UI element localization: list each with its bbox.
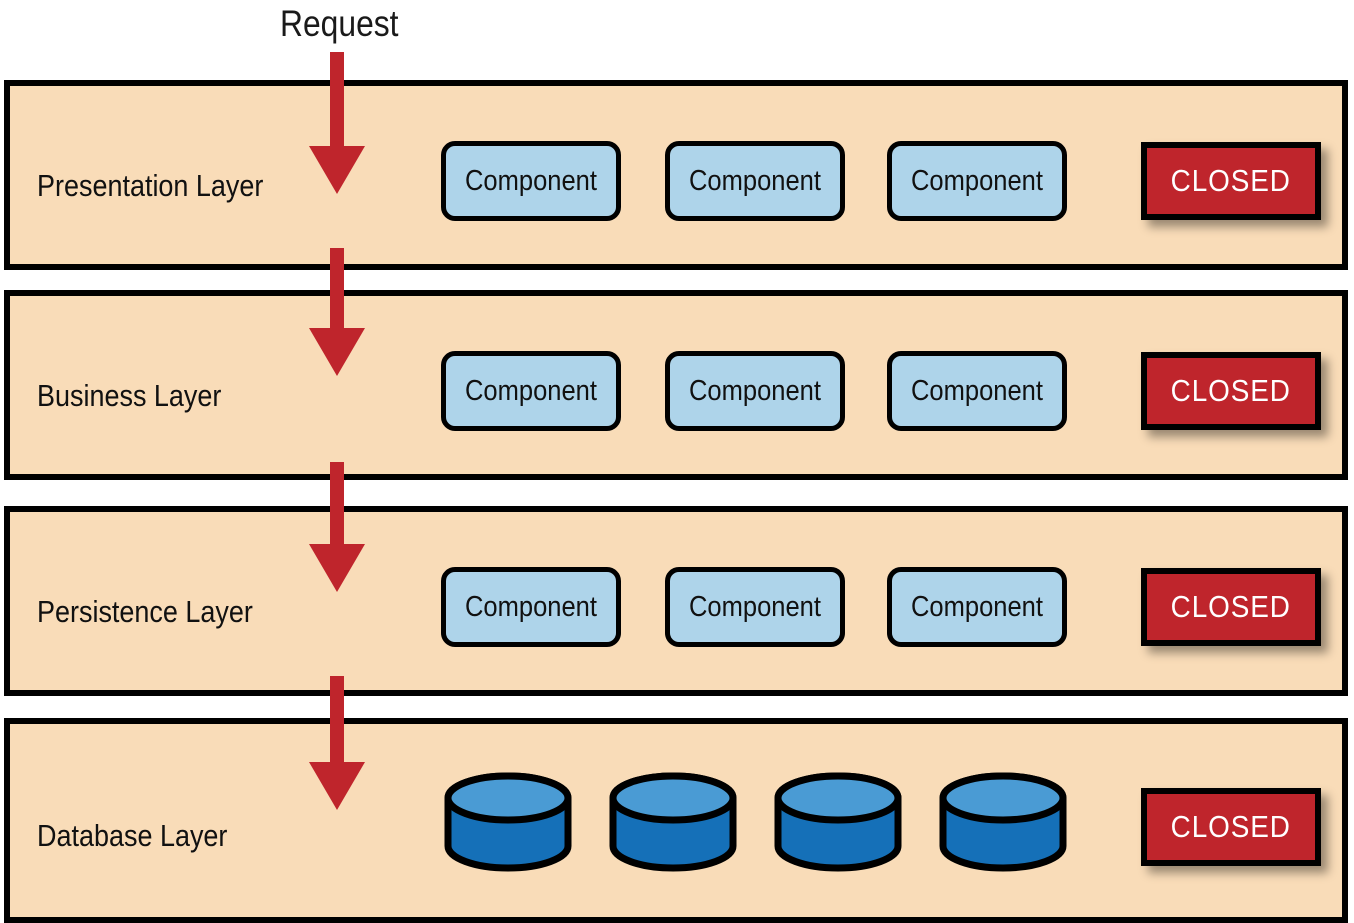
closed-badge-label: CLOSED [1170, 809, 1292, 844]
closed-badge-label: CLOSED [1170, 589, 1292, 624]
component-label: Component [465, 375, 597, 407]
component-label: Component [689, 591, 821, 623]
layer-business: Business Layer Component Component Compo… [4, 290, 1348, 480]
database-cylinder[interactable] [772, 772, 904, 872]
arrow-request-to-presentation [308, 52, 366, 194]
component-box[interactable]: Component [887, 351, 1067, 431]
layer-database: Database Layer CLOS [4, 718, 1348, 923]
closed-badge-label: CLOSED [1170, 163, 1292, 198]
component-box[interactable]: Component [887, 567, 1067, 647]
layer-database-label: Database Layer [37, 818, 228, 853]
database-cylinder[interactable] [442, 772, 574, 872]
component-label: Component [465, 591, 597, 623]
layer-business-label: Business Layer [37, 378, 222, 413]
closed-badge[interactable]: CLOSED [1141, 352, 1321, 430]
component-label: Component [689, 375, 821, 407]
arrow-persistence-to-database [308, 676, 366, 810]
component-box[interactable]: Component [441, 567, 621, 647]
arrow-presentation-to-business [308, 248, 366, 376]
component-box[interactable]: Component [441, 141, 621, 221]
arrow-business-to-persistence [308, 462, 366, 592]
component-label: Component [689, 165, 821, 197]
request-label: Request [280, 3, 399, 44]
component-box[interactable]: Component [887, 141, 1067, 221]
component-label: Component [911, 165, 1043, 197]
component-label: Component [911, 591, 1043, 623]
component-box[interactable]: Component [665, 567, 845, 647]
layer-presentation-label: Presentation Layer [37, 168, 264, 203]
layer-presentation: Presentation Layer Component Component C… [4, 80, 1348, 270]
layer-persistence: Persistence Layer Component Component Co… [4, 506, 1348, 696]
closed-badge[interactable]: CLOSED [1141, 142, 1321, 220]
component-label: Component [465, 165, 597, 197]
layer-persistence-label: Persistence Layer [37, 594, 253, 629]
database-cylinder[interactable] [937, 772, 1069, 872]
closed-badge[interactable]: CLOSED [1141, 568, 1321, 646]
component-box[interactable]: Component [665, 141, 845, 221]
component-box[interactable]: Component [665, 351, 845, 431]
database-cylinder[interactable] [607, 772, 739, 872]
closed-badge[interactable]: CLOSED [1141, 788, 1321, 866]
component-box[interactable]: Component [441, 351, 621, 431]
closed-badge-label: CLOSED [1170, 373, 1292, 408]
component-label: Component [911, 375, 1043, 407]
